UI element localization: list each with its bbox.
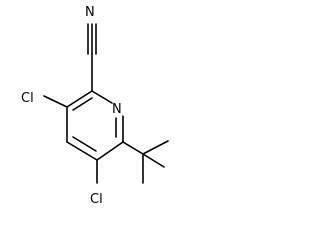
bond-cq-me2 xyxy=(142,153,165,168)
bond-c4-c5 xyxy=(66,141,98,161)
double-bond-c4-c5 xyxy=(72,136,97,152)
molecule-diagram: N N Cl Cl xyxy=(21,5,169,207)
lower-chlorine-label: Cl xyxy=(90,192,103,207)
structure-canvas: N N Cl Cl xyxy=(21,5,169,207)
ring-nitrogen-label: N xyxy=(112,102,122,117)
nitrile-nitrogen-label: N xyxy=(85,5,95,20)
bond-c6-cq xyxy=(122,141,144,155)
bond-c2-n1 xyxy=(91,90,113,104)
bond-c2-c3 xyxy=(66,90,93,108)
double-bond-c2-c3 xyxy=(72,97,93,111)
bond-c5-c6 xyxy=(96,141,124,161)
bond-cq-me1 xyxy=(142,140,169,155)
upper-chlorine-label: Cl xyxy=(21,91,34,106)
bond-c3-cl xyxy=(43,95,68,108)
